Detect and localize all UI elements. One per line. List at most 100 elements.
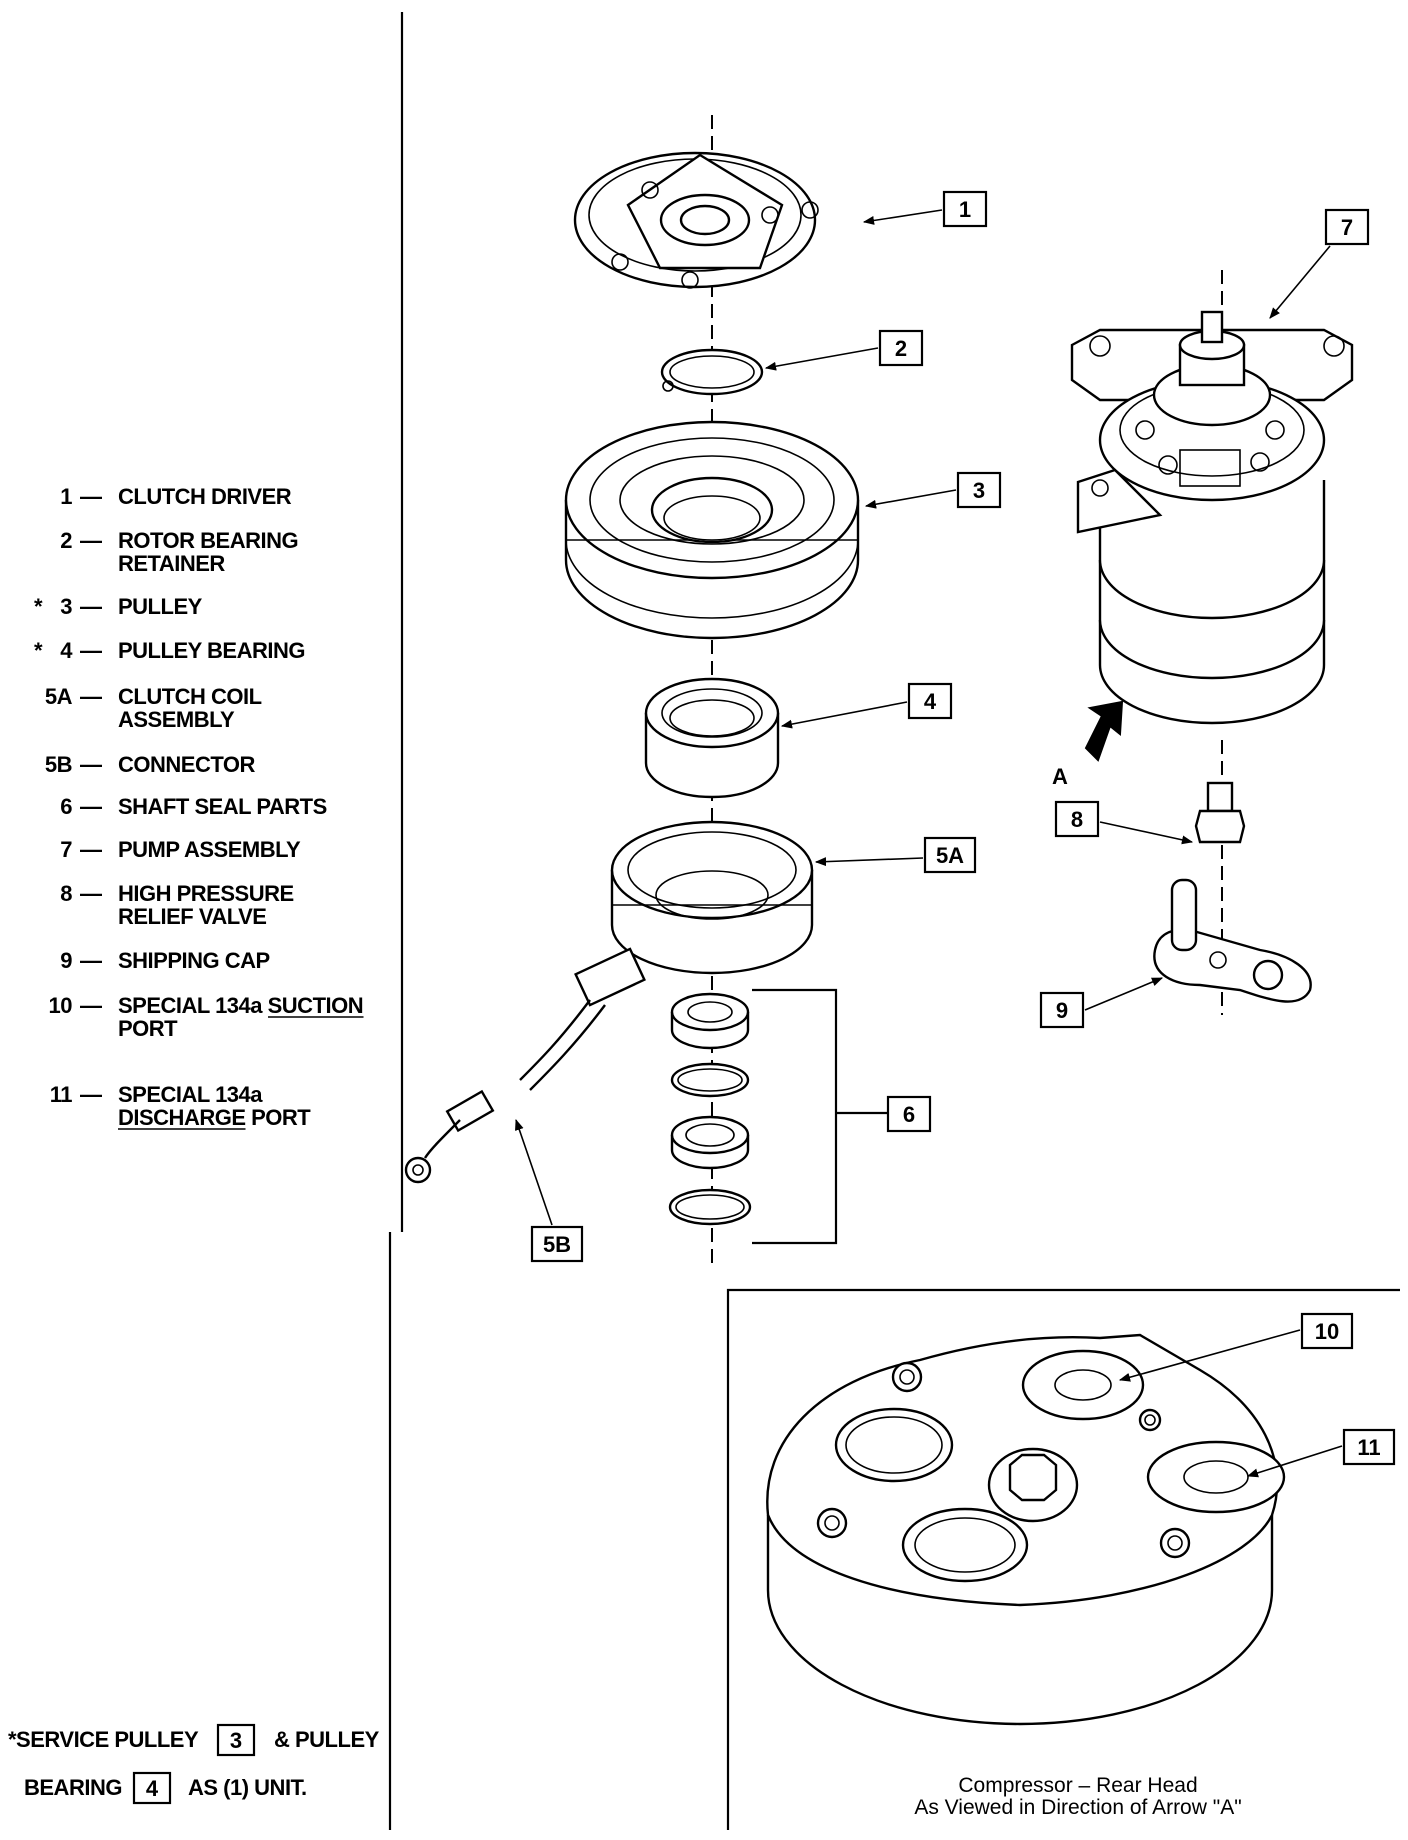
callout-6: 6 [886, 1095, 932, 1133]
legend-label-line: RETAINER [118, 551, 225, 576]
legend-label-line: DISCHARGE PORT [118, 1105, 311, 1130]
arrow-a-label: A [1052, 764, 1068, 789]
legend-label-line: SHIPPING CAP [118, 948, 270, 973]
legend-number: 5B [45, 752, 72, 777]
legend-dash: — [80, 528, 102, 553]
pulley-bearing-part [644, 677, 780, 799]
callout-3-text: 3 [973, 478, 985, 503]
callout-10: 10 [1118, 1312, 1354, 1382]
callout-2: 2 [764, 329, 924, 371]
legend-dash: — [80, 837, 102, 862]
clutch-driver-part [573, 151, 819, 289]
callout-8-text: 8 [1071, 807, 1083, 832]
legend-label-line: CLUTCH COIL [118, 684, 262, 709]
legend-dash: — [80, 594, 102, 619]
callout-5b-text: 5B [543, 1232, 571, 1257]
legend-item-3: * 3 — PULLEY [34, 594, 203, 619]
relief-valve-part [1194, 781, 1246, 844]
callout-1: 1 [862, 190, 988, 228]
legend-item-4: * 4 — PULLEY BEARING [34, 638, 305, 663]
legend-number: 5A [45, 684, 73, 709]
legend-dash: — [80, 684, 102, 709]
shipping-cap-part [1153, 878, 1312, 1003]
callout-8: 8 [1054, 800, 1194, 845]
callout-9: 9 [1039, 977, 1164, 1029]
callout-4-text: 4 [924, 689, 937, 714]
footnote-line2-prefix: BEARING [24, 1775, 122, 1800]
legend-dash: — [80, 638, 102, 663]
legend-label-line: RELIEF VALVE [118, 904, 266, 929]
callout-7-text: 7 [1341, 215, 1353, 240]
legend-dash: — [80, 752, 102, 777]
legend-item-5b: 5B — CONNECTOR [45, 752, 256, 777]
callout-3: 3 [864, 471, 1002, 509]
view-arrow-a: A [1052, 700, 1124, 789]
legend-number: 11 [50, 1082, 73, 1107]
inset-caption-line2: As Viewed in Direction of Arrow "A" [914, 1796, 1241, 1819]
callout-5b: 5B [515, 1118, 584, 1263]
rotor-bearing-retainer-part [660, 348, 764, 396]
legend-number: 1 [60, 484, 72, 509]
shaft-seal-parts [668, 988, 888, 1245]
footnote-box-4 [132, 1771, 172, 1805]
legend-number: 10 [49, 993, 73, 1018]
service-footnote: *SERVICE PULLEY 3 & PULLEY BEARING 4 AS … [8, 1723, 380, 1805]
clutch-coil-part [610, 820, 814, 975]
legend-label-line: PULLEY BEARING [118, 638, 305, 663]
callout-5a-text: 5A [936, 843, 964, 868]
legend-number: 7 [60, 837, 72, 862]
footnote-line1-prefix: *SERVICE PULLEY [8, 1727, 199, 1752]
legend-star: * [34, 638, 43, 663]
legend-number: 9 [60, 948, 72, 973]
callout-1-text: 1 [959, 197, 971, 222]
legend-label-line: CONNECTOR [118, 752, 255, 777]
legend-label-line: ROTOR BEARING [118, 528, 298, 553]
legend-dash: — [80, 881, 102, 906]
legend-item-6: 6—SHAFT SEAL PARTS [60, 794, 327, 819]
legend-number: 4 [60, 638, 73, 663]
callout-7: 7 [1269, 208, 1370, 319]
legend-number: 3 [60, 594, 72, 619]
callout-2-text: 2 [895, 336, 907, 361]
legend-number: 6 [60, 794, 72, 819]
legend-label-line: PULLEY [118, 594, 203, 619]
footnote-line2-suffix: AS (1) UNIT. [188, 1775, 307, 1800]
legend-dash: — [80, 794, 102, 819]
footnote-box-3-text: 3 [230, 1728, 242, 1753]
callout-9-text: 9 [1056, 998, 1068, 1023]
footnote-box-3 [216, 1723, 256, 1757]
legend-label-line: HIGH PRESSURE [118, 881, 294, 906]
legend-dash: — [80, 1082, 102, 1107]
legend-dash: — [80, 948, 102, 973]
legend-item-7: 7 — PUMP ASSEMBLY [60, 837, 301, 862]
legend-label-line: PORT [118, 1016, 178, 1041]
callout-11: 11 [1246, 1428, 1396, 1478]
callouts: 1 2 3 4 5A 5B 6 [515, 190, 1396, 1478]
legend-item-1: 1 — CLUTCH DRIVER [60, 484, 292, 509]
callout-5a: 5A [814, 836, 977, 874]
pulley-part [564, 420, 860, 640]
footnote-box-4-text: 4 [146, 1776, 159, 1801]
callout-11-text: 11 [1357, 1435, 1380, 1460]
legend-label-line: ASSEMBLY [118, 707, 235, 732]
legend-number: 2 [60, 528, 72, 553]
callout-10-text: 10 [1315, 1319, 1339, 1344]
legend-star: * [34, 594, 43, 619]
legend-dash: — [80, 484, 102, 509]
callout-4: 4 [780, 682, 953, 729]
legend-label-line: SPECIAL 134a SUCTION [118, 993, 363, 1018]
legend-label-line: SPECIAL 134a [118, 1082, 263, 1107]
legend-label-line: CLUTCH DRIVER [118, 484, 292, 509]
pump-assembly-part [1070, 310, 1354, 725]
legend-label-line: PUMP ASSEMBLY [118, 837, 301, 862]
rear-head-inset: Compressor – Rear Head As Viewed in Dire… [726, 1288, 1400, 1830]
legend-item-9: 9 — SHIPPING CAP [60, 948, 270, 973]
footnote-line1-suffix: & PULLEY [274, 1727, 380, 1752]
